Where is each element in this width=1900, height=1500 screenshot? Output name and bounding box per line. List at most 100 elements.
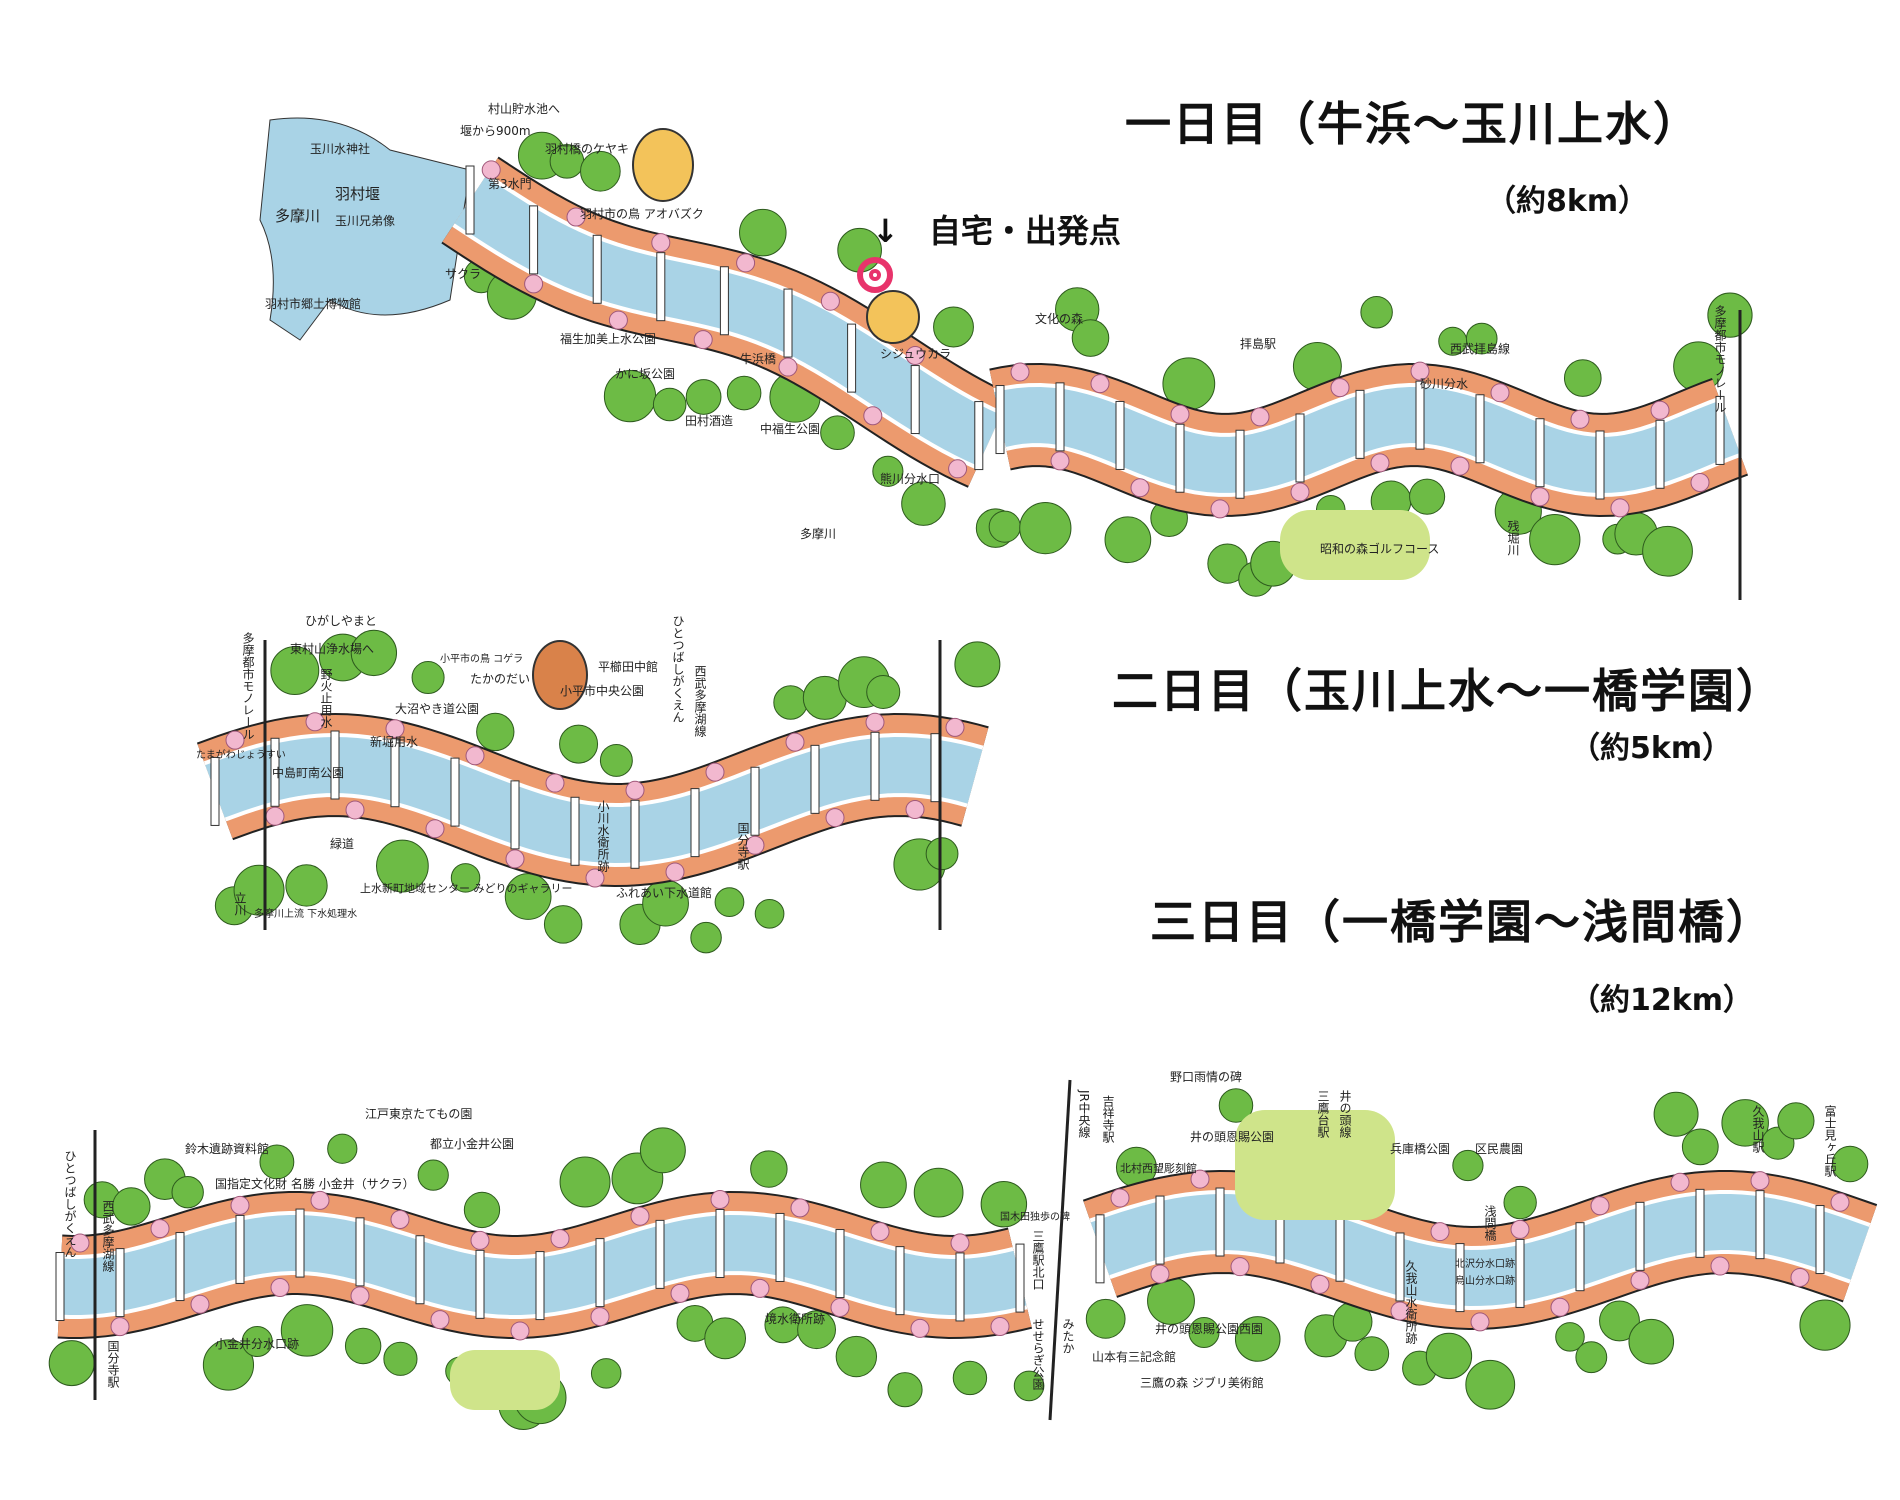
map-label: 多摩川: [800, 527, 837, 541]
tree-icon: [327, 1133, 358, 1164]
tree-icon: [690, 921, 722, 954]
map-label: 野口雨情の碑: [1170, 1070, 1243, 1084]
map-label: たかのだい: [470, 672, 531, 686]
cherry-blossom-icon: [825, 808, 845, 828]
tree-icon: [411, 661, 445, 695]
cherry-blossom-icon: [350, 1286, 370, 1306]
tree-icon: [559, 724, 599, 764]
map-label: せせらぎ公園: [1031, 1318, 1045, 1390]
bridge-icon: [1595, 430, 1605, 500]
tree-icon: [344, 1327, 382, 1365]
tree-icon: [866, 674, 901, 710]
tree-icon: [1642, 525, 1693, 577]
map-label: シジュウカラ: [880, 347, 952, 361]
cherry-blossom-icon: [481, 160, 501, 180]
cherry-blossom-icon: [1750, 1171, 1770, 1191]
cherry-blossom-icon: [1210, 499, 1230, 519]
tree-icon: [1354, 1336, 1390, 1371]
start-point-text: 自宅・出発点: [928, 212, 1121, 250]
cherry-blossom-icon: [651, 233, 671, 253]
tree-icon: [383, 1341, 418, 1376]
tree-icon: [1555, 1322, 1585, 1352]
tree-icon: [1360, 295, 1393, 329]
map-label: 羽村市の鳥 アオバズク: [580, 207, 704, 221]
tree-icon: [233, 864, 285, 916]
map-label: 三鷹の森 ジブリ美術館: [1140, 1376, 1264, 1390]
owl-illustration-icon: [632, 128, 694, 202]
cherry-blossom-icon: [830, 1298, 850, 1318]
bridge-icon: [1755, 1190, 1765, 1260]
tree-icon: [988, 510, 1021, 543]
cherry-blossom-icon: [550, 1229, 570, 1249]
tree-icon: [639, 1127, 686, 1174]
map-label: 平櫛田中館: [598, 660, 659, 674]
inokashira-park-area: [1235, 1110, 1395, 1220]
tree-icon: [559, 1156, 611, 1208]
bridge-icon: [1115, 400, 1125, 470]
map-label: 井の頭恩賜公園: [1190, 1130, 1275, 1144]
map-label: 国木田独歩の碑: [1000, 1212, 1070, 1223]
tree-icon: [739, 208, 787, 257]
bridge-icon: [175, 1232, 185, 1302]
bridge-icon: [1335, 1212, 1345, 1282]
day2-distance: （約5km）: [1570, 731, 1733, 766]
tree-icon: [375, 839, 429, 893]
map-label: 野火止用水: [319, 668, 333, 728]
bridge-icon: [390, 738, 400, 808]
map-label: 境水衛所跡: [765, 1312, 826, 1326]
tree-icon: [773, 685, 808, 720]
bridge-icon: [1175, 423, 1185, 493]
tree-icon: [599, 743, 633, 777]
bridge-icon: [210, 756, 220, 826]
bridge-icon: [415, 1235, 425, 1305]
cherry-blossom-icon: [524, 274, 544, 294]
tree-icon: [913, 1167, 964, 1218]
map-label: 区民農園: [1475, 1142, 1524, 1156]
cherry-blossom-icon: [745, 835, 765, 855]
bridge-icon: [655, 1219, 665, 1289]
woodpecker-illustration-icon: [532, 640, 588, 710]
tree-icon: [952, 1360, 988, 1396]
cherry-blossom-icon: [778, 357, 798, 377]
map-label: 玉川水神社: [310, 142, 371, 156]
tree-icon: [1628, 1318, 1675, 1365]
map-label: 上水新町地域センター みどりのギャラリー: [360, 882, 573, 895]
cherry-blossom-icon: [390, 1209, 410, 1229]
cherry-blossom-icon: [1490, 383, 1510, 403]
map-label: 残堀川: [1506, 520, 1520, 556]
map-label: ふれあい下水道館: [616, 886, 713, 900]
bridge-icon: [330, 730, 340, 800]
tree-icon: [1425, 1332, 1473, 1380]
tree-icon: [280, 1304, 334, 1357]
bridge-icon: [783, 288, 793, 358]
bridge-icon: [55, 1251, 65, 1321]
map-label: 堰から900m: [460, 124, 531, 138]
day1-title: 一日目（牛浜〜玉川上水）: [1125, 97, 1701, 151]
cherry-blossom-icon: [430, 1310, 450, 1330]
bridge-icon: [535, 1251, 545, 1321]
map-label: 西武多摩湖線: [101, 1200, 115, 1272]
tree-icon: [1799, 1299, 1851, 1351]
cherry-blossom-icon: [1830, 1192, 1850, 1212]
cherry-blossom-icon: [790, 1198, 810, 1218]
tree-icon: [202, 1339, 255, 1391]
map-label: 文化の森: [1035, 312, 1084, 326]
bridge-icon: [1355, 389, 1365, 459]
bridge-icon: [775, 1212, 785, 1282]
map-label: 緑道: [330, 837, 355, 851]
map-label: ひとつばしがくえん: [671, 615, 685, 723]
cherry-blossom-icon: [1470, 1312, 1490, 1332]
bridge-icon: [295, 1208, 305, 1278]
tree-icon: [860, 1161, 907, 1209]
cherry-blossom-icon: [1150, 1264, 1170, 1284]
tree-icon: [1831, 1145, 1869, 1183]
tree-icon: [1465, 322, 1498, 355]
bridge-icon: [592, 234, 602, 304]
tree-icon: [685, 379, 722, 415]
map-label: みたか: [1061, 1318, 1075, 1354]
bridge-icon: [1215, 1187, 1225, 1257]
cherry-blossom-icon: [710, 1189, 730, 1209]
cherry-blossom-icon: [1610, 498, 1630, 518]
bridge-icon: [1415, 380, 1425, 450]
